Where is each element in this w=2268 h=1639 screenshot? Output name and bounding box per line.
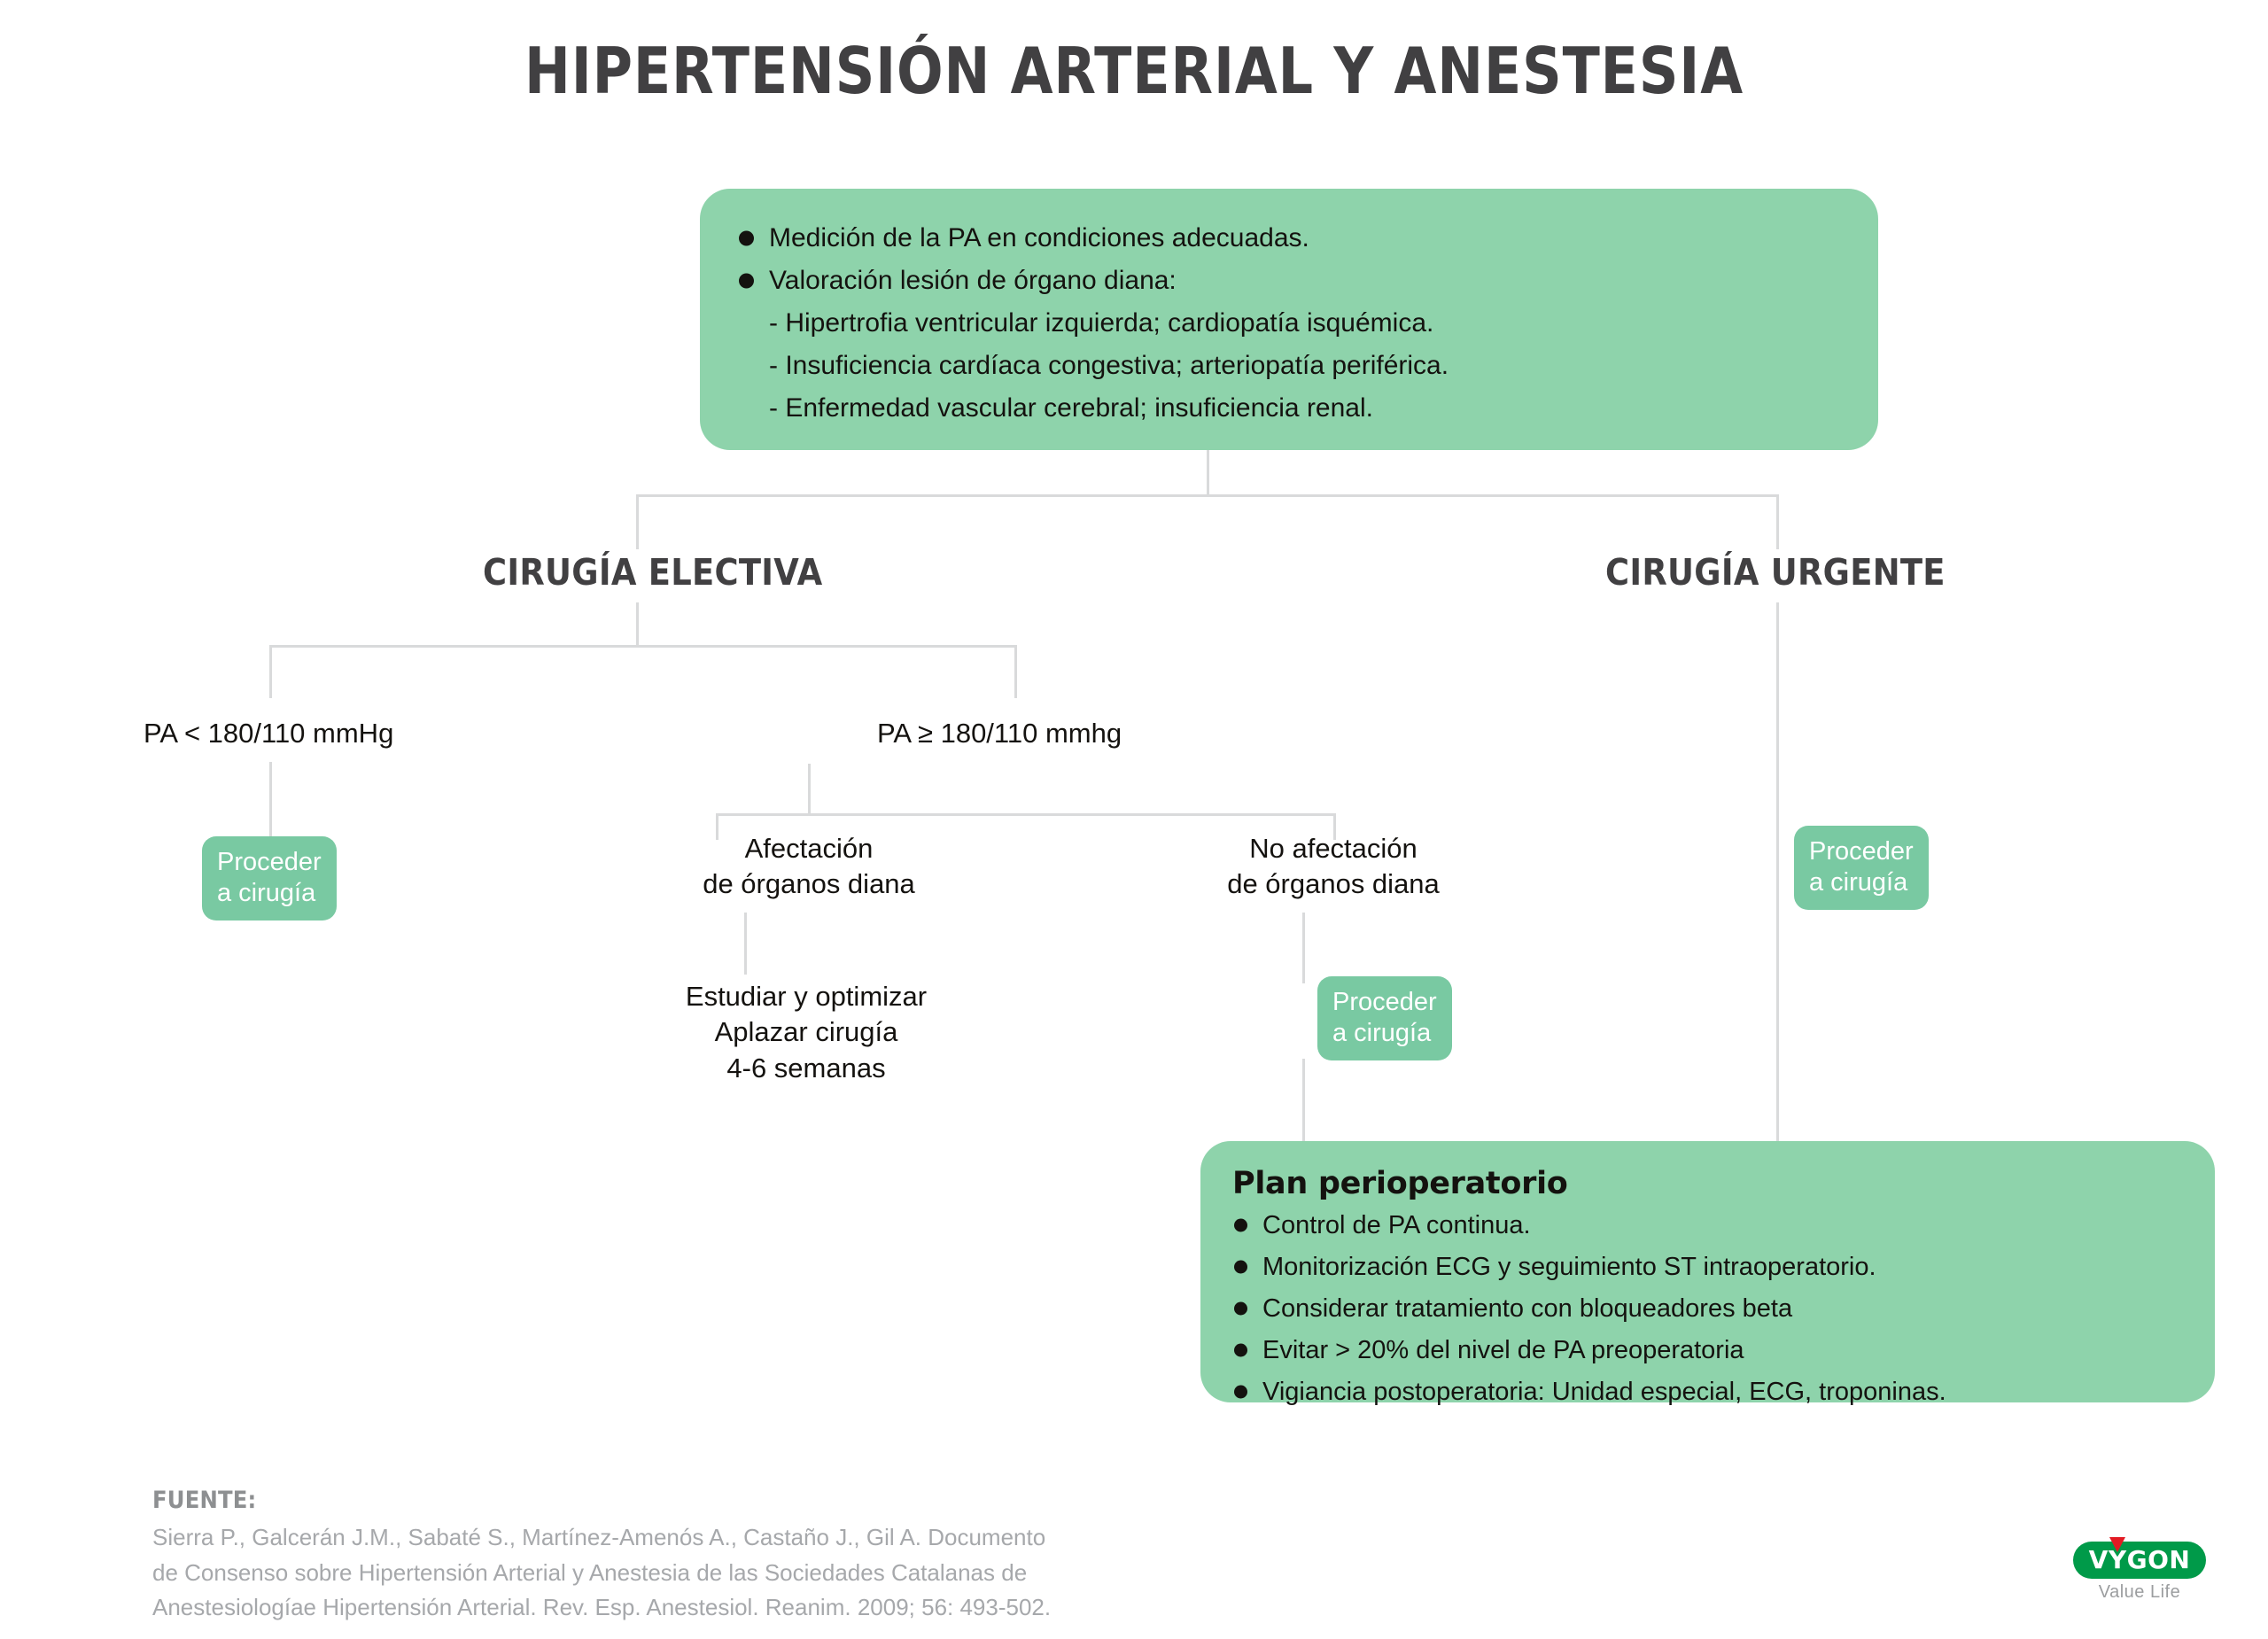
- perioperative-plan-list: Control de PA continua. Monitorización E…: [1232, 1205, 2183, 1413]
- bullet-dot-icon: [739, 230, 754, 246]
- droplet-icon: [2109, 1537, 2125, 1552]
- assessment-bullet-list: Medición de la PA en condiciones adecuad…: [735, 217, 1843, 302]
- source-heading: FUENTE:: [152, 1487, 257, 1514]
- node-optimize-line2: Aplazar cirugía: [714, 1016, 898, 1048]
- proceed-pill-line1: Proceder: [1809, 837, 1914, 866]
- node-pa-low: PA < 180/110 mmHg: [144, 718, 394, 749]
- connector-pa-split: [269, 645, 1017, 648]
- proceed-pill-line2: a cirugía: [1332, 1019, 1432, 1048]
- assessment-sub-item: - Hipertrofia ventricular izquierda; car…: [769, 308, 1434, 338]
- connector-organ-split: [716, 813, 1336, 816]
- proceed-to-surgery-pill-left: Proceder a cirugía: [202, 836, 337, 920]
- proceed-pill-line2: a cirugía: [217, 879, 316, 908]
- bullet-dot-icon: [1234, 1385, 1247, 1399]
- node-optimize-delay: Estudiar y optimizar Aplazar cirugía 4-6…: [585, 979, 1028, 1086]
- plan-item: Considerar tratamiento con bloqueadores …: [1232, 1288, 2183, 1330]
- plan-item: Evitar > 20% del nivel de PA preoperator…: [1232, 1330, 2183, 1371]
- plan-item-text: Monitorización ECG y seguimiento ST intr…: [1262, 1252, 1876, 1281]
- bullet-dot-icon: [739, 273, 754, 289]
- proceed-pill-line1: Proceder: [1332, 988, 1437, 1016]
- node-organ-not-affected-line1: No afectación: [1249, 833, 1418, 864]
- connector-pa-low-to-pill: [269, 762, 272, 838]
- assessment-box: Medición de la PA en condiciones adecuad…: [700, 189, 1878, 450]
- connector-affected-down: [716, 813, 718, 840]
- node-organ-affected-line2: de órganos diana: [703, 868, 915, 900]
- assessment-bullet-text: Valoración lesión de órgano diana:: [769, 266, 1177, 295]
- plan-item-text: Control de PA continua.: [1262, 1211, 1531, 1239]
- source-line: Anestesiologíae Hipertensión Arterial. R…: [152, 1594, 1052, 1621]
- bullet-dot-icon: [1234, 1343, 1247, 1357]
- connector-pill-to-plan: [1302, 1059, 1305, 1143]
- logo-wordmark: VYGON: [2088, 1545, 2191, 1574]
- plan-item: Vigiancia postoperatoria: Unidad especia…: [1232, 1371, 2183, 1413]
- node-optimize-line1: Estudiar y optimizar: [685, 981, 928, 1012]
- bullet-dot-icon: [1234, 1260, 1247, 1274]
- source-line: Sierra P., Galcerán J.M., Sabaté S., Mar…: [152, 1524, 1046, 1550]
- connector-urgent-long: [1776, 602, 1779, 1143]
- connector-urgent-down: [1776, 494, 1779, 549]
- perioperative-plan-box: Plan perioperatorio Control de PA contin…: [1200, 1141, 2215, 1406]
- assessment-bullet-item: Medición de la PA en condiciones adecuad…: [735, 217, 1843, 260]
- plan-item-text: Considerar tratamiento con bloqueadores …: [1262, 1293, 1793, 1323]
- assessment-sub-item: - Enfermedad vascular cerebral; insufici…: [769, 393, 1373, 423]
- connector-elective-down: [636, 494, 639, 549]
- logo-tagline: Value Life: [2098, 1582, 2181, 1602]
- plan-item-text: Evitar > 20% del nivel de PA preoperator…: [1262, 1335, 1744, 1364]
- connector-root-horizontal: [636, 494, 1779, 497]
- plan-item-text: Vigiancia postoperatoria: Unidad especia…: [1262, 1377, 1946, 1406]
- source-line: de Consenso sobre Hipertensión Arterial …: [152, 1558, 1028, 1586]
- proceed-pill-line1: Proceder: [217, 848, 322, 876]
- node-pa-high: PA ≥ 180/110 mmhg: [877, 718, 1122, 749]
- node-organ-affected-line1: Afectación: [744, 833, 874, 864]
- plan-item: Control de PA continua.: [1232, 1205, 2183, 1247]
- connector-pa-low-down: [269, 645, 272, 698]
- connector-affected-to-optimize: [744, 913, 747, 975]
- connector-root-vertical: [1207, 450, 1209, 496]
- proceed-to-surgery-pill-right: Proceder a cirugía: [1794, 826, 1929, 910]
- vygon-logo: VYGON Value Life: [2066, 1537, 2225, 1618]
- perioperative-plan-title: Plan perioperatorio: [1232, 1166, 1568, 1201]
- assessment-sub-list: - Hipertrofia ventricular izquierda; car…: [735, 302, 1843, 430]
- node-organ-not-affected-line2: de órganos diana: [1227, 868, 1440, 900]
- bullet-dot-icon: [1234, 1301, 1247, 1316]
- assessment-bullet-item: Valoración lesión de órgano diana:: [735, 260, 1843, 302]
- connector-elective-stem: [636, 602, 639, 647]
- proceed-to-surgery-pill-middle: Proceder a cirugía: [1317, 976, 1452, 1060]
- assessment-sub-item: - Insuficiencia cardíaca congestiva; art…: [769, 351, 1449, 380]
- assessment-bullet-text: Medición de la PA en condiciones adecuad…: [769, 223, 1309, 252]
- logo-pill-shape: [2073, 1542, 2206, 1579]
- connector-pa-high-stem: [808, 764, 811, 815]
- proceed-pill-line2: a cirugía: [1809, 868, 1908, 897]
- node-optimize-line3: 4-6 semanas: [726, 1052, 886, 1084]
- source-citation: Sierra P., Galcerán J.M., Sabaté S., Mar…: [152, 1520, 1260, 1626]
- node-organ-not-affected: No afectación de órganos diana: [1187, 831, 1480, 903]
- branch-heading-urgent: CIRUGÍA URGENTE: [1605, 551, 1946, 594]
- connector-not-affected-down: [1333, 813, 1336, 840]
- connector-pa-high-down: [1014, 645, 1017, 698]
- page-title: HIPERTENSIÓN ARTERIAL Y ANESTESIA: [524, 34, 1744, 108]
- bullet-dot-icon: [1234, 1218, 1247, 1232]
- node-organ-affected: Afectación de órganos diana: [663, 831, 955, 903]
- branch-heading-elective: CIRUGÍA ELECTIVA: [483, 551, 823, 594]
- connector-not-affected-to-pill: [1302, 913, 1305, 983]
- plan-item: Monitorización ECG y seguimiento ST intr…: [1232, 1247, 2183, 1288]
